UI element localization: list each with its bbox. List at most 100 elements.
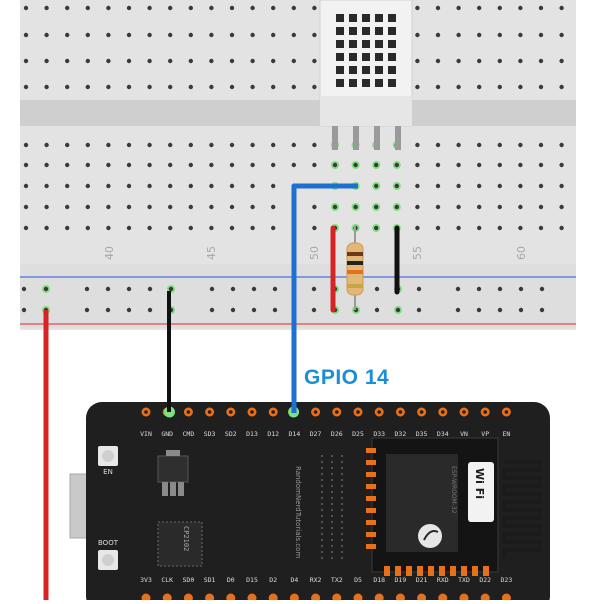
trace-dot xyxy=(341,497,343,499)
breadboard-hole xyxy=(147,84,152,90)
breadboard-hole xyxy=(229,225,235,231)
rail-hole xyxy=(539,307,545,313)
trace-dot xyxy=(341,485,343,487)
breadboard-hole xyxy=(44,225,49,231)
pin-label-top: VP xyxy=(481,430,489,438)
rail-hole xyxy=(126,307,132,313)
breadboard-hole xyxy=(374,204,379,210)
sensor-vent xyxy=(336,14,344,22)
trace-dot xyxy=(321,455,323,457)
breadboard-hole xyxy=(415,5,420,11)
breadboard-hole xyxy=(497,32,502,38)
column-label: 55 xyxy=(411,246,424,260)
trace-dot xyxy=(341,527,343,529)
header-pin-hole xyxy=(335,410,339,414)
pin-label-bottom: SD0 xyxy=(183,576,195,584)
breadboard-hole xyxy=(65,225,70,231)
regulator-pin xyxy=(162,482,168,496)
trace-dot xyxy=(341,473,343,475)
rail-hole xyxy=(21,286,27,292)
breadboard-hole xyxy=(44,162,49,168)
breadboard-hole xyxy=(188,204,193,210)
breadboard-hole xyxy=(85,32,91,38)
trace-dot xyxy=(321,551,323,553)
pin-label-bottom: D21 xyxy=(416,576,428,584)
trace-dot xyxy=(341,509,343,511)
breadboard-hole xyxy=(168,183,173,189)
module-pad xyxy=(366,496,376,501)
breadboard-hole xyxy=(126,204,132,210)
trace-dot xyxy=(341,533,343,535)
rail-hole xyxy=(497,286,503,292)
breadboard-hole xyxy=(456,5,461,11)
breadboard-hole xyxy=(456,204,461,210)
breadboard-hole xyxy=(291,162,296,168)
breadboard-hole xyxy=(209,84,214,90)
pin-label-bottom: RXD xyxy=(437,576,449,584)
rail-hole xyxy=(84,286,90,292)
pin-label-bottom: D2 xyxy=(269,576,277,584)
breadboard-hole xyxy=(44,32,49,38)
breadboard-hole xyxy=(147,183,152,189)
resistor-band xyxy=(347,252,363,256)
breadboard-hole xyxy=(518,84,523,90)
breadboard-hole xyxy=(497,225,502,231)
header-pin-hole xyxy=(313,410,318,414)
espressif-logo xyxy=(418,524,442,548)
trace-dot xyxy=(341,557,343,559)
pin-label-bottom: D5 xyxy=(354,576,362,584)
breadboard-hole xyxy=(209,32,214,38)
rail-hole xyxy=(168,286,174,292)
breadboard-hole xyxy=(168,225,173,231)
breadboard-hole xyxy=(23,142,29,148)
breadboard-hole xyxy=(65,32,70,38)
trace-dot xyxy=(341,479,343,481)
rail-hole xyxy=(518,307,524,313)
gpio-14-label: GPIO 14 xyxy=(304,366,390,389)
header-pin-hole xyxy=(398,410,403,414)
header-pin-hole xyxy=(377,410,382,414)
breadboard-hole xyxy=(538,162,544,168)
breadboard-hole xyxy=(415,142,420,148)
breadboard-hole xyxy=(44,5,49,11)
breadboard-hole xyxy=(456,32,461,38)
sensor-vent xyxy=(375,66,383,74)
breadboard-hole xyxy=(312,204,317,210)
header-pin-hole xyxy=(250,410,254,414)
breadboard-hole xyxy=(65,204,70,210)
chip-label: CP2102 xyxy=(182,526,190,551)
breadboard-hole xyxy=(147,58,152,64)
sensor-vent xyxy=(388,40,396,48)
regulator-pin xyxy=(170,482,176,496)
breadboard-hole xyxy=(188,162,193,168)
breadboard-hole xyxy=(477,58,482,64)
breadboard-hole xyxy=(435,183,441,189)
breadboard-hole xyxy=(415,162,420,168)
trace-dot xyxy=(321,527,323,529)
espressif-logo-mark xyxy=(423,530,439,541)
trace-dot xyxy=(331,491,333,493)
breadboard-hole xyxy=(477,5,482,11)
pin-label-bottom: D18 xyxy=(373,576,385,584)
rail-hole xyxy=(518,286,524,292)
breadboard-hole xyxy=(65,58,70,64)
header-pin-hole xyxy=(356,410,360,414)
breadboard-hole xyxy=(271,225,276,231)
pin-label-bottom: D19 xyxy=(395,576,407,584)
module-pad xyxy=(366,520,376,525)
breadboard-hole xyxy=(229,58,235,64)
breadboard-hole xyxy=(271,84,276,90)
breadboard-hole xyxy=(188,183,193,189)
trace-dot xyxy=(331,509,333,511)
trace-dot xyxy=(331,545,333,547)
breadboard-hole xyxy=(415,225,420,231)
breadboard-hole xyxy=(538,84,544,90)
breadboard-hole xyxy=(518,142,523,148)
breadboard-hole xyxy=(168,142,173,148)
pin-label-top: D32 xyxy=(395,430,407,438)
pin-label-bottom: D0 xyxy=(227,576,235,584)
header-pin-hole xyxy=(186,410,191,414)
sensor-base xyxy=(320,96,412,126)
breadboard-hole xyxy=(312,142,317,148)
breadboard-hole xyxy=(85,5,91,11)
